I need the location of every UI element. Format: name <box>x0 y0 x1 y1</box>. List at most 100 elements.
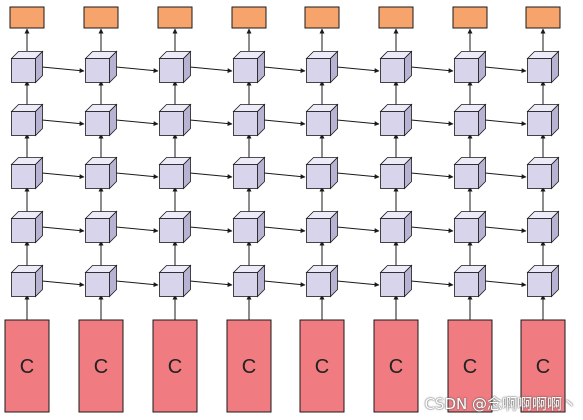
hidden-cell-cube <box>232 103 266 137</box>
context-block <box>152 319 198 413</box>
output-block <box>157 6 193 29</box>
connection-arrow <box>336 66 380 74</box>
connection-arrow <box>41 226 85 234</box>
connection-arrow <box>263 172 306 180</box>
hidden-cell-cube <box>526 103 560 137</box>
hidden-cell-cube <box>84 264 118 298</box>
connection-arrow <box>115 172 159 180</box>
hidden-cell-cube <box>10 264 44 298</box>
context-block <box>4 319 50 413</box>
hidden-cell-cube <box>453 156 487 190</box>
output-block <box>304 6 340 29</box>
watermark: CSDN @念啊啊啊啊丶 <box>424 395 577 413</box>
output-block <box>83 6 119 29</box>
hidden-cell-cube <box>526 210 560 244</box>
hidden-cell-cube <box>305 264 339 298</box>
hidden-cell-cube <box>232 210 266 244</box>
hidden-cell-cube <box>379 264 413 298</box>
connection-arrow <box>263 66 306 74</box>
hidden-cell-cube <box>10 50 44 84</box>
context-label: C <box>389 356 403 378</box>
hidden-cell-cube <box>158 103 192 137</box>
context-block <box>226 319 272 413</box>
context-block <box>299 319 345 413</box>
hidden-cell-cube <box>305 103 339 137</box>
hidden-cell-cube <box>453 50 487 84</box>
hidden-cells <box>10 50 560 298</box>
hidden-cell-cube <box>84 156 118 190</box>
connection-arrow <box>41 119 85 127</box>
hidden-cell-cube <box>453 210 487 244</box>
output-block <box>378 6 414 29</box>
context-label: C <box>242 356 256 378</box>
hidden-cell-cube <box>526 50 560 84</box>
connection-arrow <box>336 172 380 180</box>
connection-arrow <box>484 119 527 127</box>
hidden-cell-cube <box>453 103 487 137</box>
context-block <box>78 319 124 413</box>
connection-arrow <box>115 66 159 74</box>
context-block <box>447 319 493 413</box>
connection-arrow <box>115 119 159 127</box>
hidden-cell-cube <box>158 210 192 244</box>
connection-arrow <box>189 226 233 234</box>
connection-arrow <box>410 280 454 288</box>
connection-arrow <box>410 226 454 234</box>
hidden-cell-cube <box>526 264 560 298</box>
connection-arrow <box>263 280 306 288</box>
hidden-cell-cube <box>84 50 118 84</box>
hidden-cell-cube <box>526 156 560 190</box>
connection-arrow <box>410 172 454 180</box>
connection-arrow <box>41 66 85 74</box>
connection-arrow <box>336 119 380 127</box>
context-label: C <box>168 356 182 378</box>
connection-arrow <box>484 172 527 180</box>
output-block <box>525 6 561 29</box>
connection-arrow <box>410 119 454 127</box>
output-blocks <box>9 6 561 29</box>
hidden-cell-cube <box>10 156 44 190</box>
connection-arrow <box>41 280 85 288</box>
hidden-cell-cube <box>453 264 487 298</box>
connection-arrow <box>336 226 380 234</box>
hidden-cell-cube <box>10 210 44 244</box>
output-block <box>231 6 267 29</box>
hidden-cell-cube <box>305 156 339 190</box>
hidden-cell-cube <box>232 264 266 298</box>
context-label: C <box>20 356 34 378</box>
connection-arrow <box>484 226 527 234</box>
hidden-cell-cube <box>158 264 192 298</box>
connection-arrow <box>115 226 159 234</box>
context-label: C <box>536 356 550 378</box>
connection-arrow <box>189 172 233 180</box>
hidden-cell-cube <box>232 156 266 190</box>
connection-arrow <box>41 172 85 180</box>
connection-arrow <box>263 119 306 127</box>
hidden-cell-cube <box>305 210 339 244</box>
hidden-cell-cube <box>158 156 192 190</box>
connection-arrows <box>24 28 546 320</box>
output-block <box>452 6 488 29</box>
hidden-cell-cube <box>10 103 44 137</box>
context-label: C <box>94 356 108 378</box>
connection-arrow <box>336 280 380 288</box>
context-label: C <box>463 356 477 378</box>
hidden-cell-cube <box>379 156 413 190</box>
hidden-cell-cube <box>84 103 118 137</box>
hidden-cell-cube <box>84 210 118 244</box>
connection-arrow <box>189 119 233 127</box>
output-block <box>9 6 45 29</box>
hidden-cell-cube <box>379 50 413 84</box>
hidden-cell-cube <box>305 50 339 84</box>
context-block <box>373 319 419 413</box>
hidden-cell-cube <box>158 50 192 84</box>
connection-arrow <box>484 280 527 288</box>
connection-arrow <box>189 280 233 288</box>
connection-arrow <box>115 280 159 288</box>
connection-arrow <box>189 66 233 74</box>
hidden-cell-cube <box>379 103 413 137</box>
connection-arrow <box>484 66 527 74</box>
context-label: C <box>315 356 329 378</box>
